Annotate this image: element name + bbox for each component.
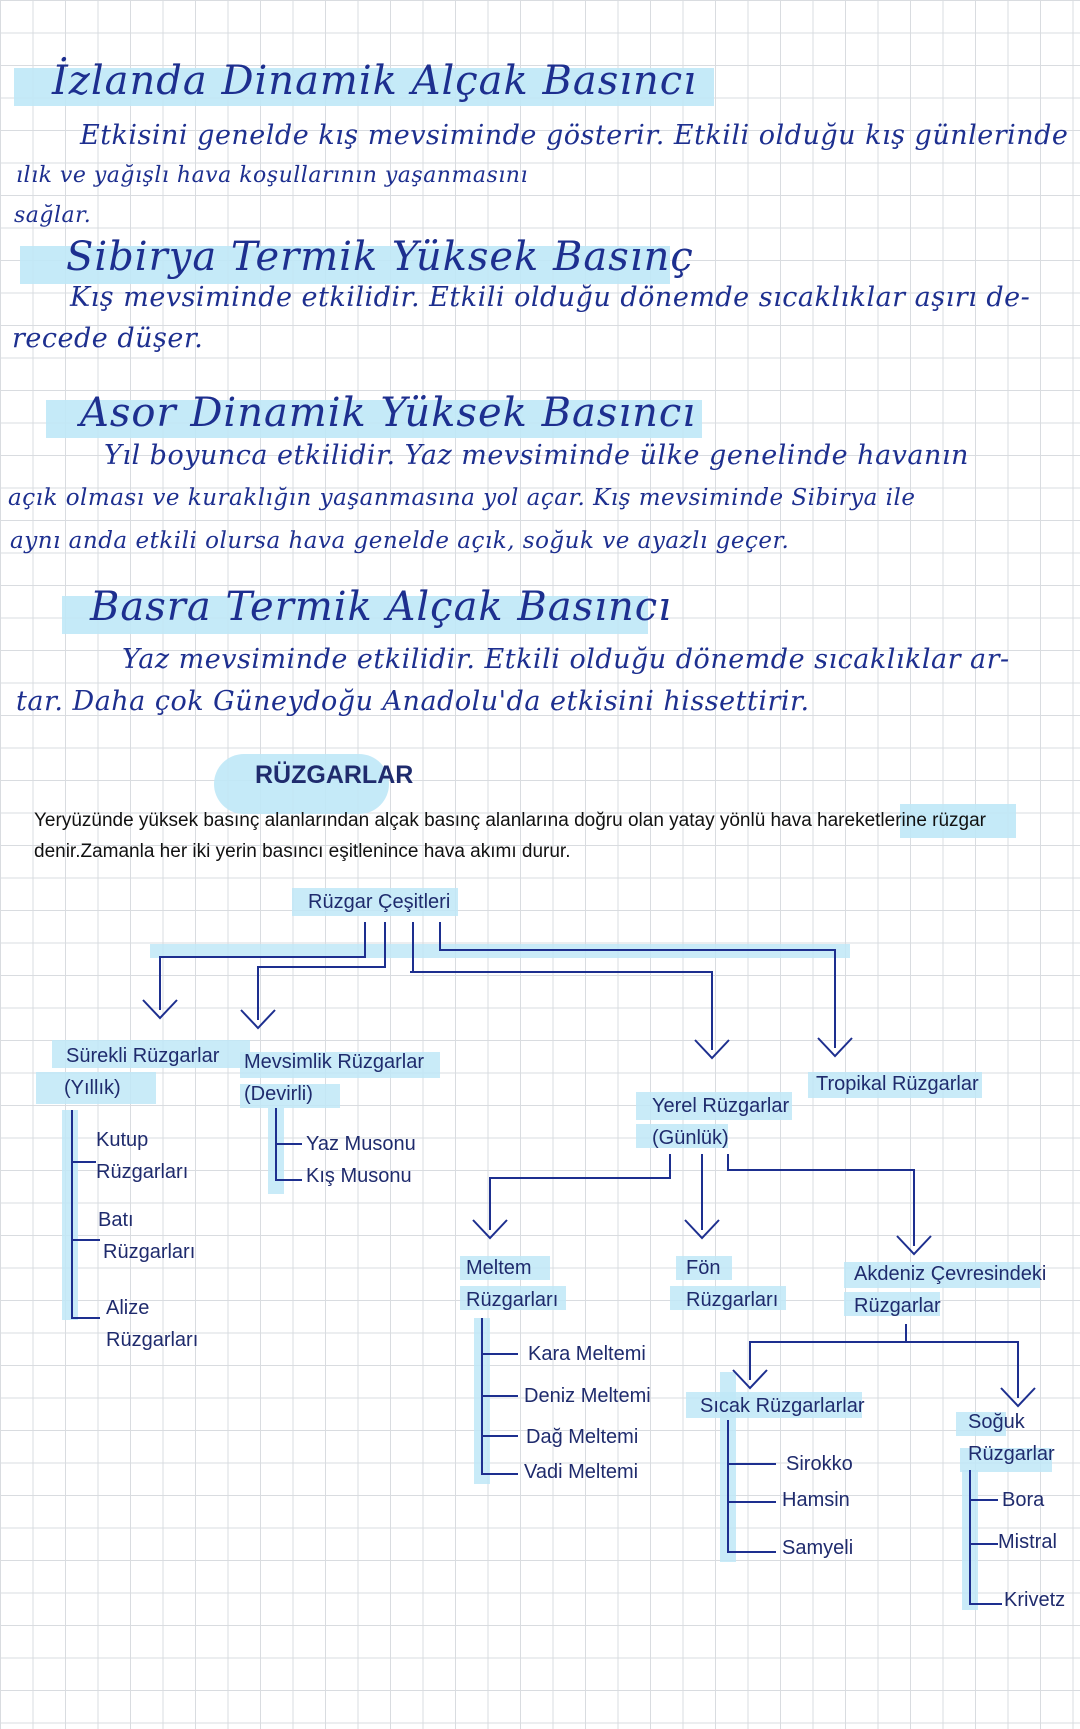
surekli-child-bati: Batı Rüzgarları <box>98 1209 196 1263</box>
note-line: Yaz mevsiminde etkilidir. Etkili olduğu … <box>122 644 1010 675</box>
note-line: tar. Daha çok Güneydoğu Anadolu'da etkis… <box>16 686 810 717</box>
title-highlight-4 <box>62 596 648 634</box>
note-line: Yıl boyunca etkilidir. Yaz mevsiminde ül… <box>104 440 969 471</box>
sicak-child: Sirokko <box>786 1453 853 1475</box>
meltem-child: Kara Meltemi <box>528 1343 646 1365</box>
note-line: recede düşer. <box>12 323 204 354</box>
note-title-sibirya: Sibirya Termik Yüksek Basınç <box>66 234 694 280</box>
note-line: ılık ve yağışlı hava koşullarının yaşanm… <box>16 163 528 188</box>
node-akdeniz: Akdeniz Çevresindeki Rüzgarlar <box>854 1263 1047 1317</box>
sicak-child: Samyeli <box>782 1537 854 1559</box>
note-line: açık olması ve kuraklığın yaşanmasına yo… <box>8 485 916 511</box>
meltem-child: Dağ Meltemi <box>526 1426 639 1448</box>
node-root: Rüzgar Çeşitleri <box>308 891 451 913</box>
node-soguk: Soğuk Rüzgarlar <box>968 1411 1055 1465</box>
section-title-highlight <box>214 754 389 814</box>
title-highlight-1 <box>14 68 714 106</box>
node-yerel: Yerel Rüzgarlar (Günlük) <box>652 1095 790 1149</box>
title-highlight-3 <box>46 400 702 438</box>
node-meltem: Meltem Rüzgarları <box>466 1257 559 1311</box>
mevsimlik-child-kis: Kış Musonu <box>306 1165 412 1187</box>
note-title-izlanda: İzlanda Dinamik Alçak Basıncı <box>52 58 697 104</box>
note-line: aynı anda etkili olursa hava genelde açı… <box>10 528 790 554</box>
surekli-child-alize: Alize Rüzgarları <box>106 1297 199 1351</box>
mevsimlik-child-yaz: Yaz Musonu <box>306 1133 416 1155</box>
meltem-child: Deniz Meltemi <box>524 1385 651 1407</box>
node-surekli: Sürekli Rüzgarlar (Yıllık) <box>64 1045 220 1099</box>
sicak-child: Hamsin <box>782 1489 850 1511</box>
surekli-child-kutup: Kutup Rüzgarları <box>96 1129 189 1183</box>
note-title-asor: Asor Dinamik Yüksek Basıncı <box>80 390 697 436</box>
soguk-child: Bora <box>1002 1489 1045 1511</box>
section-title: RÜZGARLAR <box>255 761 414 789</box>
note-title-basra: Basra Termik Alçak Basıncı <box>90 584 672 630</box>
title-highlight-2 <box>20 246 670 284</box>
meltem-child: Vadi Meltemi <box>524 1461 639 1483</box>
definition-line-2: denir.Zamanla her iki yerin basıncı eşit… <box>34 841 571 862</box>
soguk-child: Krivetz <box>1004 1589 1066 1611</box>
soguk-child: Mistral <box>998 1531 1057 1553</box>
node-mevsimlik: Mevsimlik Rüzgarlar (Devirli) <box>244 1051 425 1105</box>
note-line: sağlar. <box>14 203 92 228</box>
node-tropikal: Tropikal Rüzgarlar <box>816 1073 979 1095</box>
keyword-highlight <box>900 804 1016 838</box>
note-line: Etkisini genelde kış mevsiminde gösterir… <box>80 120 1069 151</box>
note-line: Kış mevsiminde etkilidir. Etkili olduğu … <box>70 282 1031 313</box>
node-sicak: Sıcak Rüzgarlarlar <box>700 1395 865 1417</box>
node-fon: Fön Rüzgarları <box>686 1257 779 1311</box>
definition-line-1: Yeryüzünde yüksek basınç alanlarından al… <box>34 810 987 831</box>
